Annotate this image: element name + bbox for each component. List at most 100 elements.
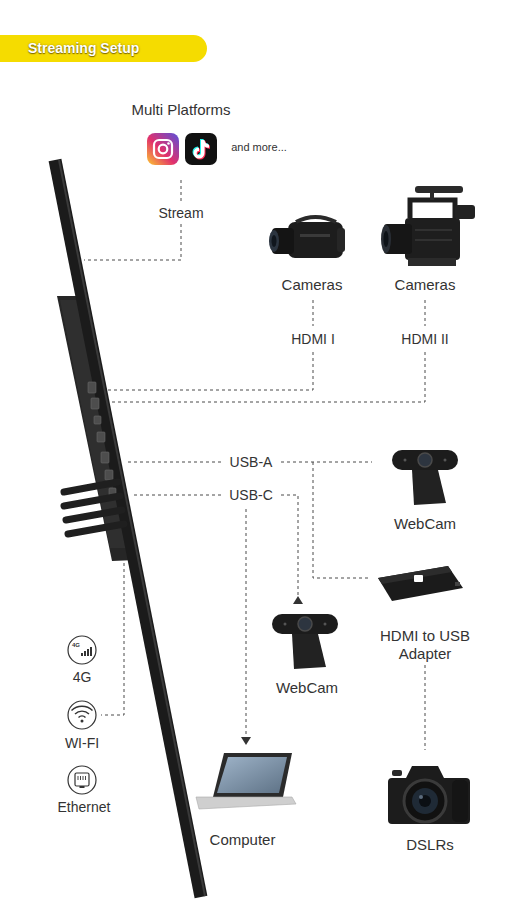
network-label: WI-FI	[62, 735, 102, 751]
ethernet-icon	[68, 766, 96, 794]
title: Streaming Setup	[0, 35, 207, 62]
pro-camera-picture	[415, 230, 452, 240]
pro-camera-picture	[408, 258, 456, 266]
device-label: WebCam	[274, 679, 340, 697]
webcam-picture	[324, 623, 327, 626]
adapter-picture	[378, 566, 463, 601]
pro-camera-picture	[381, 225, 391, 253]
laptop-picture	[213, 753, 292, 797]
webcam-picture	[292, 634, 326, 669]
device-node: Cameras	[375, 180, 475, 294]
leader-line	[425, 300, 426, 326]
device-node: WebCam	[380, 440, 470, 533]
port	[101, 452, 109, 463]
device-label: WebCam	[392, 515, 458, 533]
dslr-picture	[412, 788, 438, 814]
webcam-picture	[444, 459, 447, 462]
tiktok-icon	[194, 140, 210, 159]
arrow-head	[293, 596, 303, 604]
webcam-picture	[418, 453, 432, 467]
dslr-picture	[452, 780, 468, 822]
pro-camera-picture	[430, 192, 434, 200]
pro-camera-picture	[384, 231, 389, 247]
title-band: Streaming Setup	[0, 35, 207, 62]
signal-icon	[84, 651, 86, 656]
wifi-icon	[68, 701, 96, 729]
signal-icon	[81, 653, 83, 656]
dslr-picture	[419, 795, 431, 807]
leader-line	[181, 180, 182, 203]
leader-line	[134, 495, 221, 496]
dslr-picture	[388, 766, 470, 824]
laptop-picture	[196, 753, 296, 809]
camcorder-picture	[269, 230, 279, 252]
adapter-picture	[378, 566, 452, 584]
adapter-picture	[414, 575, 423, 582]
leader-line	[128, 462, 221, 463]
port	[105, 470, 113, 480]
leader-line	[281, 462, 372, 463]
port-label: HDMI II	[398, 331, 451, 347]
tiktok-icon	[185, 133, 217, 165]
wifi-icon	[81, 720, 84, 723]
dashed-connector	[425, 665, 426, 750]
camcorder-picture	[272, 235, 277, 247]
camcorder-picture	[337, 228, 345, 252]
signal-label: Stream	[155, 205, 206, 221]
webcam-picture	[272, 614, 338, 669]
signal-icon	[68, 636, 96, 664]
instagram-icon	[154, 140, 172, 158]
leader-line	[313, 462, 368, 578]
monitor-body	[55, 160, 205, 897]
dslr-picture	[404, 780, 446, 822]
pro-camera-picture	[415, 186, 463, 193]
antenna	[64, 482, 124, 534]
dslr-picture	[419, 795, 423, 799]
laptop-picture	[217, 757, 287, 793]
camcorder-picture	[296, 217, 336, 222]
ethernet-icon	[78, 776, 86, 780]
note-label: and more...	[228, 141, 290, 154]
webcam-picture	[298, 617, 312, 631]
arrow-head	[241, 737, 251, 745]
port	[94, 416, 101, 424]
device-node: Cameras	[262, 200, 362, 294]
monitor-body	[59, 160, 205, 896]
port-label: USB-C	[226, 487, 276, 503]
port	[91, 398, 99, 409]
device-node: DSLRs	[380, 752, 480, 854]
webcam-picture	[272, 614, 338, 634]
instagram-icon	[147, 133, 179, 165]
leader-line	[313, 300, 314, 326]
device-node: HDMI to USB Adapter	[364, 560, 486, 663]
webcam-picture	[412, 470, 446, 505]
wifi-icon	[75, 711, 89, 714]
device-label: Computer	[208, 831, 278, 849]
device-node: Computer	[185, 746, 300, 849]
network-label: Ethernet	[55, 799, 114, 815]
antenna	[64, 482, 118, 492]
network-label: 4G	[70, 669, 95, 685]
antenna	[66, 510, 122, 520]
adapter-picture	[455, 582, 460, 586]
port	[97, 432, 105, 442]
leader-line	[111, 352, 425, 402]
webcam-picture	[284, 623, 287, 626]
pro-camera-picture	[381, 186, 475, 266]
wifi-icon	[68, 701, 96, 729]
leader-line	[246, 509, 247, 737]
leader-line	[108, 352, 313, 390]
antenna	[64, 496, 120, 506]
webcam-picture	[392, 450, 458, 470]
webcam-picture	[392, 450, 458, 505]
port	[88, 382, 96, 393]
camcorder-picture	[288, 222, 343, 258]
dslr-picture	[388, 766, 470, 824]
instagram-icon	[147, 133, 179, 165]
signal-icon	[87, 649, 89, 656]
port-label: USB-A	[227, 454, 276, 470]
icon-text: 4G	[72, 642, 80, 649]
instagram-icon	[159, 145, 168, 154]
monitor-body	[57, 296, 136, 561]
